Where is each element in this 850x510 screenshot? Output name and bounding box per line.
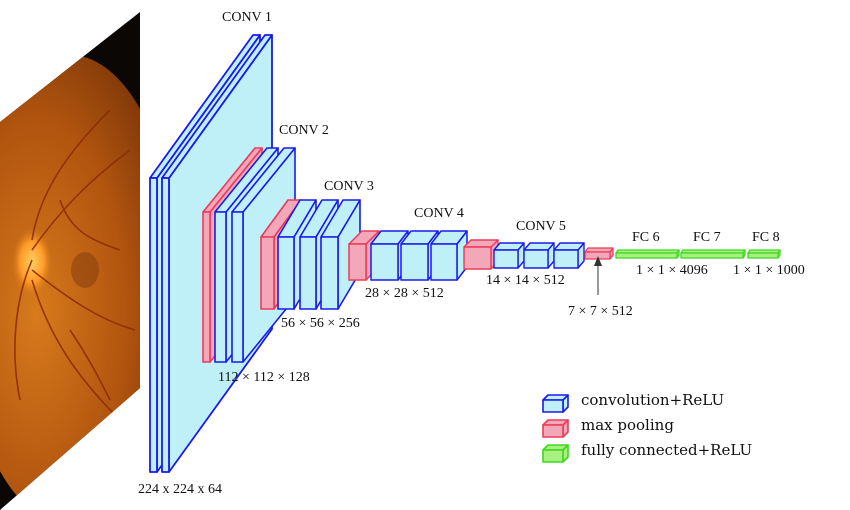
conv5-layer-1 [493, 242, 525, 269]
block-front-face [161, 177, 170, 473]
dims-fc8: 1 × 1 × 1000 [733, 263, 805, 278]
dims-conv3: 56 × 56 × 256 [281, 316, 360, 331]
block-top-face [553, 242, 585, 251]
dims-conv1: 224 x 224 x 64 [138, 482, 222, 497]
block-front-face [615, 252, 678, 259]
block-top-face [493, 242, 525, 251]
fc8 [747, 249, 781, 259]
block-front-face [584, 251, 611, 260]
block-front-face [680, 252, 744, 259]
stage-title-conv1: CONV 1 [222, 10, 272, 25]
block-front-face [430, 243, 458, 281]
dims-conv2: 112 × 112 × 128 [218, 370, 310, 385]
conv4-layer-3 [430, 230, 468, 281]
legend-swatch-pool-icon [542, 419, 569, 438]
block-front-face [493, 249, 519, 269]
block-front-face [277, 236, 295, 310]
block-top-face [523, 242, 555, 251]
block-front-face [400, 243, 429, 281]
dims-conv4: 28 × 28 × 512 [365, 286, 444, 301]
pool5 [584, 247, 614, 260]
block-front-face [463, 246, 492, 270]
legend-swatch-fc-icon [542, 444, 569, 463]
block-front-face [260, 236, 275, 310]
stage-title-fc6: FC 6 [632, 230, 660, 245]
stage-title-conv2: CONV 2 [279, 123, 329, 138]
legend-label-conv: convolution+ReLU [581, 391, 725, 409]
block-front-face [299, 236, 317, 310]
block-front-face [370, 243, 399, 281]
stage-title-conv4: CONV 4 [414, 206, 464, 221]
block-front-face [348, 243, 367, 281]
block-front-face [320, 236, 339, 310]
stage-title-fc7: FC 7 [693, 230, 721, 245]
dims-fc6-fc7: 1 × 1 × 4096 [636, 263, 708, 278]
legend-swatch-conv-icon [542, 394, 569, 413]
fc7 [680, 249, 746, 259]
block-front-face [542, 449, 564, 463]
dims-conv5: 14 × 14 × 512 [486, 273, 565, 288]
block-top-face [463, 239, 499, 248]
stage-title-fc8: FC 8 [752, 230, 780, 245]
block-front-face [149, 177, 158, 473]
block-front-face [202, 211, 211, 363]
dims-pool5: 7 × 7 × 512 [568, 304, 633, 319]
legend-label-fc: fully connected+ReLU [581, 441, 753, 459]
block-front-face [231, 211, 244, 363]
blood-vessels [14, 109, 136, 421]
block-front-face [747, 252, 779, 259]
stage-title-conv3: CONV 3 [324, 179, 374, 194]
block-front-face [214, 211, 227, 363]
block-front-face [523, 249, 549, 269]
macula [71, 252, 99, 288]
conv5-layer-2 [523, 242, 555, 269]
conv5-pool [463, 239, 499, 270]
conv5-layer-3 [553, 242, 585, 269]
stage-title-conv5: CONV 5 [516, 219, 566, 234]
legend-label-pool: max pooling [581, 416, 674, 434]
fc6 [615, 249, 680, 259]
block-front-face [542, 424, 564, 438]
block-front-face [553, 249, 579, 269]
pool5-pointer-arrow [594, 256, 602, 295]
block-front-face [542, 399, 564, 413]
